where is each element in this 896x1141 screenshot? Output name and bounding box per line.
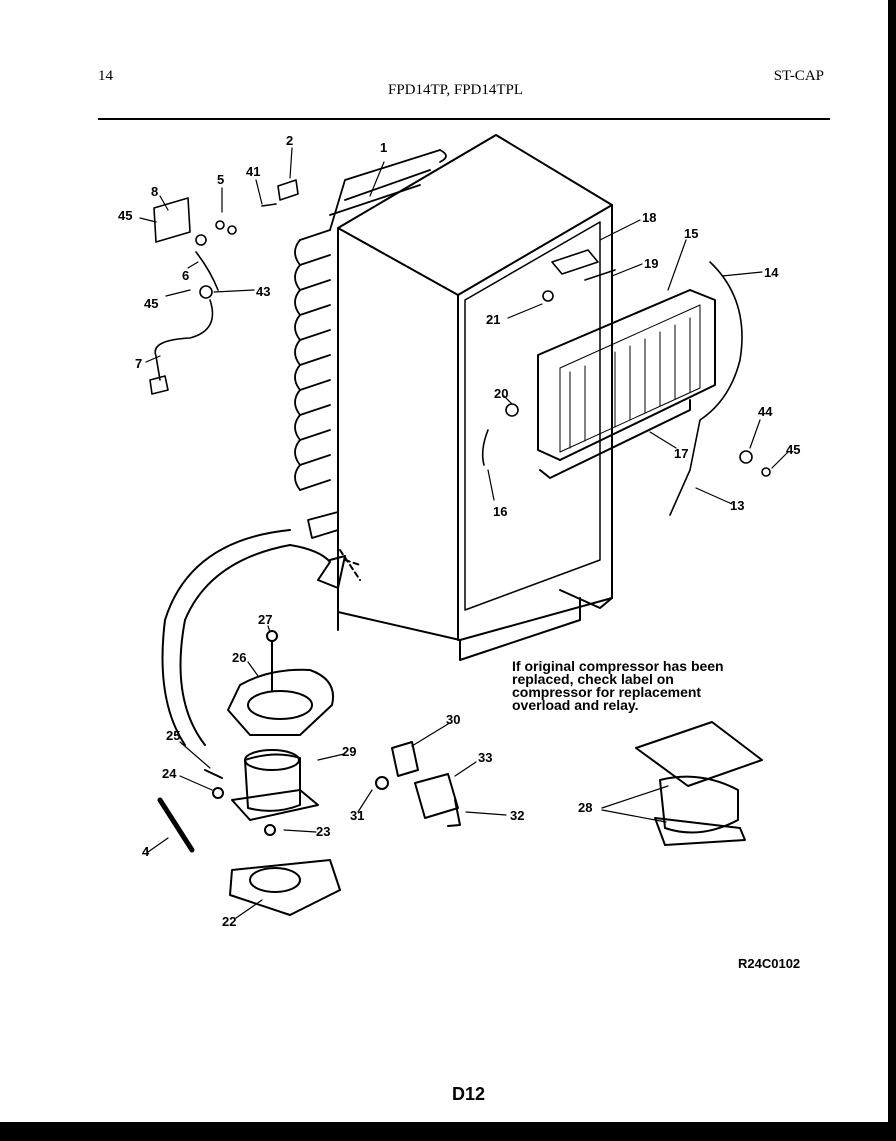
callout-6: 6 [182, 268, 190, 283]
callout-8: 8 [151, 184, 159, 199]
leader-lines [139, 147, 789, 919]
evaporator [537, 261, 743, 516]
callout-30: 30 [446, 712, 461, 727]
callout-2: 2 [286, 133, 294, 148]
model-numbers: FPD14TP, FPD14TPL [388, 82, 524, 98]
callout-44: 44 [758, 404, 773, 419]
callout-7: 7 [135, 356, 143, 371]
compressor-assembly [157, 630, 341, 916]
relay-overload [375, 741, 461, 827]
callout-27: 27 [258, 612, 273, 627]
drain-tube [161, 529, 361, 746]
thermostat-parts [481, 249, 771, 477]
callout-15: 15 [684, 226, 699, 241]
header-rule [98, 118, 830, 120]
callout-16: 16 [493, 504, 508, 519]
callout-41: 41 [246, 164, 261, 179]
callout-26: 26 [232, 650, 247, 665]
callout-31: 31 [350, 808, 365, 823]
section-code: ST-CAP [773, 68, 824, 84]
exploded-view-drawing [139, 134, 789, 919]
callout-33: 33 [478, 750, 493, 765]
callout-28: 28 [578, 800, 593, 815]
callout-25: 25 [166, 728, 181, 743]
callout-29: 29 [342, 744, 357, 759]
upper-left-parts [149, 179, 299, 395]
callout-43: 43 [256, 284, 271, 299]
replacement-compressor [635, 721, 763, 846]
callout-1: 1 [380, 140, 388, 155]
callout-13: 13 [730, 498, 745, 513]
callout-18: 18 [642, 210, 657, 225]
callout-21: 21 [486, 312, 501, 327]
drawing-id: R24C0102 [738, 956, 801, 971]
callout-45-right: 45 [786, 442, 801, 457]
compressor-replacement-note: If original compressor has been replaced… [512, 658, 724, 713]
callout-5: 5 [217, 172, 225, 187]
callout-23: 23 [316, 824, 331, 839]
callout-22: 22 [222, 914, 237, 929]
cabinet-drawing [337, 134, 613, 661]
callout-17: 17 [674, 446, 689, 461]
page-code: D12 [452, 1084, 486, 1104]
callout-32: 32 [510, 808, 525, 823]
callout-20: 20 [494, 386, 509, 401]
page-number: 14 [98, 68, 113, 84]
callout-45-mid: 45 [144, 296, 159, 311]
callout-24: 24 [162, 766, 177, 781]
condenser-coil [294, 149, 447, 539]
parts-diagram-page: 14 FPD14TP, FPD14TPL ST-CAP [0, 0, 888, 1122]
callout-45-top: 45 [118, 208, 133, 223]
callout-14: 14 [764, 265, 779, 280]
callout-4: 4 [142, 844, 150, 859]
callout-19: 19 [644, 256, 659, 271]
